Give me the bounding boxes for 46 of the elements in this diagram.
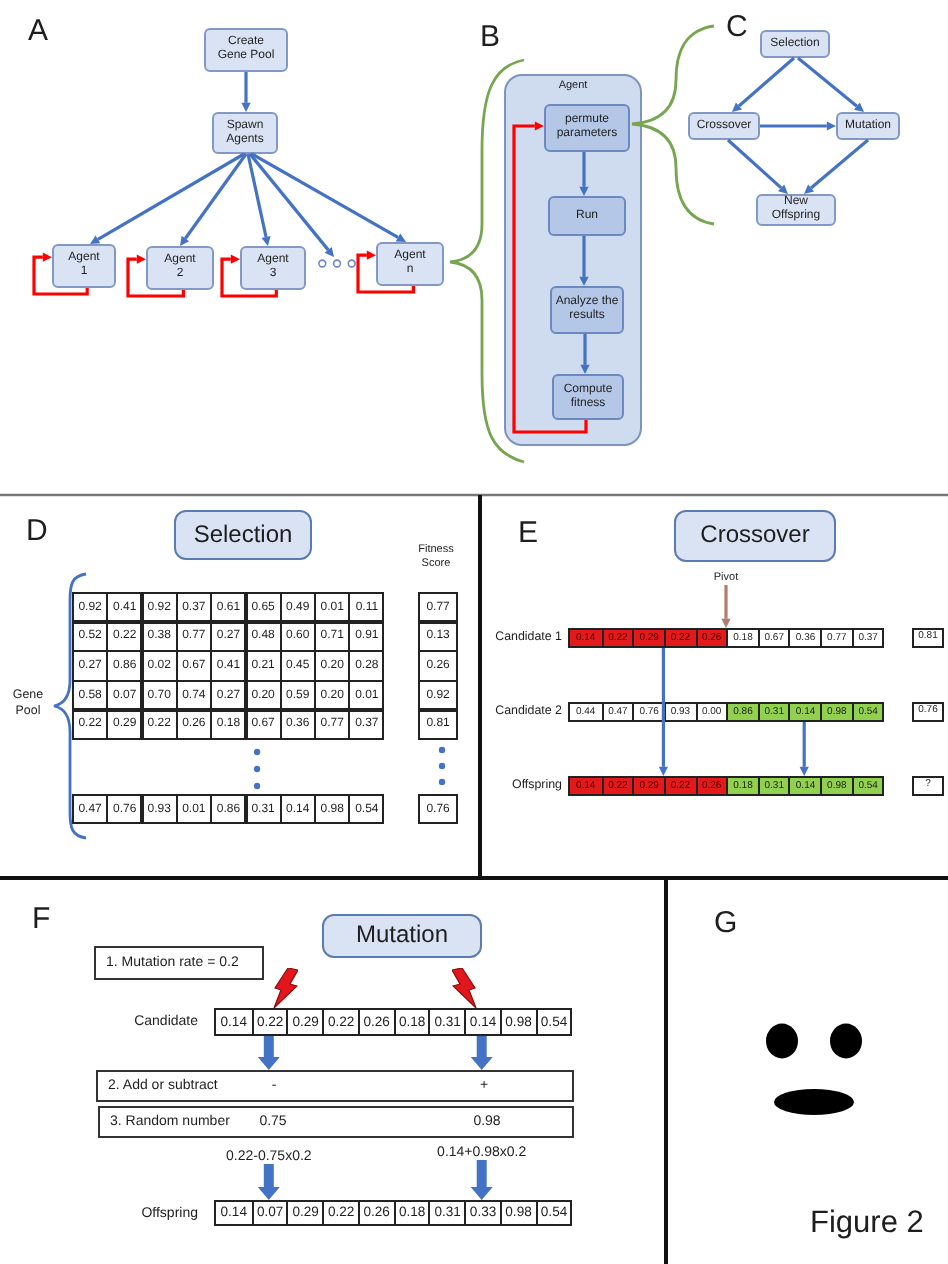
arrow: [246, 153, 271, 246]
panel-letter: F: [32, 904, 51, 934]
figure-caption: Figure 2: [810, 1208, 924, 1239]
arrow: [797, 56, 864, 112]
loop-arrow: [32, 252, 89, 296]
arrow: [579, 236, 589, 286]
gene-row: [568, 628, 884, 648]
block-arrow: [470, 1160, 493, 1200]
gene-row: [214, 1008, 572, 1036]
block-arrow: [470, 1036, 493, 1070]
arrow: [658, 648, 668, 776]
ellipsis-drawing: [316, 257, 358, 268]
panel-letter: C: [726, 12, 748, 42]
arrow: [579, 152, 589, 196]
arrow: [732, 56, 796, 112]
panel-letter: A: [28, 16, 49, 46]
block-arrow: [257, 1036, 280, 1070]
arrow: [804, 138, 870, 194]
arrow: [726, 138, 788, 194]
panel-letter: G: [714, 908, 738, 938]
step-band: [96, 1070, 574, 1102]
gene-row: [568, 776, 884, 796]
panel-letter: E: [518, 518, 539, 548]
elbow-arrow: [512, 121, 588, 434]
gene-row: [214, 1200, 572, 1226]
arrow: [90, 152, 245, 244]
loop-arrow: [126, 254, 185, 298]
arrow: [251, 152, 406, 242]
heading-box: Crossover: [674, 510, 836, 562]
heading-box: Mutation: [322, 914, 482, 958]
loop-arrow: [356, 250, 415, 294]
panel-letter: D: [26, 516, 48, 546]
step-band: [98, 1106, 574, 1138]
heading-box: Selection: [174, 510, 312, 560]
gene-row: [568, 702, 884, 722]
arrow: [180, 153, 248, 246]
arrow: [248, 153, 334, 257]
arrow: [721, 585, 731, 628]
block-arrow: [257, 1164, 280, 1200]
arrow: [580, 334, 590, 374]
arrow: [799, 722, 809, 776]
panel-letter: B: [480, 22, 501, 52]
arrow: [760, 121, 836, 131]
loop-arrow: [220, 254, 278, 298]
arrow: [241, 72, 251, 112]
agent-panel: [504, 74, 642, 446]
